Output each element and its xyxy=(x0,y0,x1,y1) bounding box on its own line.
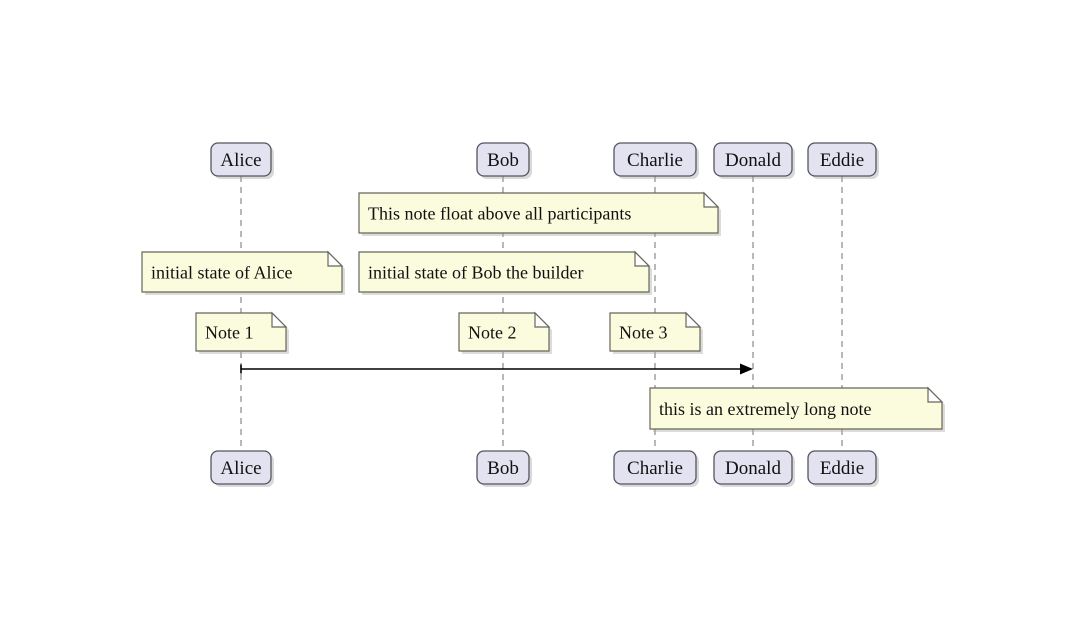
note-body[interactable] xyxy=(358,251,650,293)
note-extremely-long[interactable]: this is an extremely long note xyxy=(649,386,945,432)
note-text: This note float above all participants xyxy=(368,204,631,224)
note-initial-state-alice[interactable]: initial state of Alice xyxy=(141,250,345,295)
note-fold-corner-icon xyxy=(327,250,344,267)
participant-box[interactable] xyxy=(476,450,530,485)
note-text: Note 3 xyxy=(619,323,668,343)
note-fold-corner-icon xyxy=(927,386,944,403)
participant-label: Alice xyxy=(220,458,261,479)
participant-box[interactable] xyxy=(210,450,272,485)
participant-label: Bob xyxy=(487,458,519,479)
note-over-all-participants[interactable]: This note float above all participants xyxy=(358,191,721,236)
note-text: initial state of Alice xyxy=(151,263,292,283)
participant-box[interactable] xyxy=(476,142,530,177)
participant-box[interactable] xyxy=(613,450,697,485)
note-fold-corner-icon xyxy=(534,311,551,328)
note-3[interactable]: Note 3 xyxy=(609,311,703,354)
participant-charlie-bottom[interactable]: Charlie xyxy=(613,450,699,487)
note-body[interactable] xyxy=(358,192,719,234)
note-text: this is an extremely long note xyxy=(659,399,871,419)
participant-box[interactable] xyxy=(807,450,877,485)
participant-alice-top[interactable]: Alice xyxy=(210,142,274,179)
note-fold-corner-icon xyxy=(685,311,702,328)
note-text: Note 1 xyxy=(205,323,254,343)
participant-box[interactable] xyxy=(613,142,697,177)
participant-label: Eddie xyxy=(820,150,864,171)
participant-label: Charlie xyxy=(627,458,683,479)
participant-bob-bottom[interactable]: Bob xyxy=(476,450,532,487)
participant-eddie-top[interactable]: Eddie xyxy=(807,142,879,179)
note-2[interactable]: Note 2 xyxy=(458,311,552,354)
note-body[interactable] xyxy=(609,312,701,352)
note-text: Note 2 xyxy=(468,323,517,343)
messages-group xyxy=(240,363,753,375)
notes-group: This note float above all participants in… xyxy=(141,191,945,432)
note-body[interactable] xyxy=(458,312,550,352)
participant-box[interactable] xyxy=(210,142,272,177)
participant-label: Charlie xyxy=(627,150,683,171)
note-text: initial state of Bob the builder xyxy=(368,263,583,283)
participant-charlie-top[interactable]: Charlie xyxy=(613,142,699,179)
message-alice-to-donald[interactable] xyxy=(240,363,753,375)
participant-label: Donald xyxy=(725,150,781,171)
note-body[interactable] xyxy=(141,251,343,293)
note-body[interactable] xyxy=(649,387,943,430)
participant-label: Alice xyxy=(220,150,261,171)
participant-label: Eddie xyxy=(820,458,864,479)
message-arrowhead-icon xyxy=(740,363,753,375)
note-body[interactable] xyxy=(195,312,287,352)
participant-donald-bottom[interactable]: Donald xyxy=(713,450,795,487)
participant-bob-top[interactable]: Bob xyxy=(476,142,532,179)
participant-donald-top[interactable]: Donald xyxy=(713,142,795,179)
participant-label: Bob xyxy=(487,150,519,171)
participant-alice-bottom[interactable]: Alice xyxy=(210,450,274,487)
note-fold-corner-icon xyxy=(634,250,651,267)
participant-box[interactable] xyxy=(807,142,877,177)
participant-label: Donald xyxy=(725,458,781,479)
note-fold-corner-icon xyxy=(703,191,720,208)
note-1[interactable]: Note 1 xyxy=(195,311,289,354)
note-initial-state-bob[interactable]: initial state of Bob the builder xyxy=(358,250,652,295)
participant-box[interactable] xyxy=(713,450,793,485)
participant-box[interactable] xyxy=(713,142,793,177)
participants-group: AliceAliceBobBobCharlieCharlieDonaldDona… xyxy=(210,142,879,487)
note-fold-corner-icon xyxy=(271,311,288,328)
participant-eddie-bottom[interactable]: Eddie xyxy=(807,450,879,487)
